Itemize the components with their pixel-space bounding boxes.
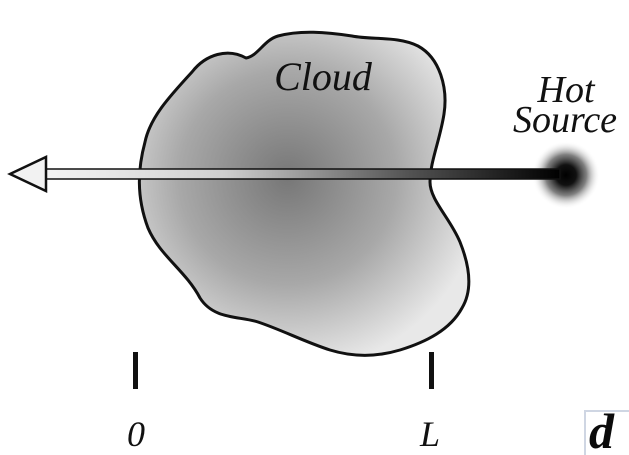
hot-source-label-line1: Hot — [537, 69, 596, 111]
tick-end — [429, 352, 434, 389]
corner-fragment-text: d — [589, 410, 614, 455]
cloud-label: Cloud — [274, 54, 373, 99]
tick-start — [133, 352, 138, 389]
hot-source-glow — [532, 141, 600, 209]
hot-source-label-line2: Source — [513, 99, 617, 141]
beam-shaft — [43, 168, 561, 180]
axis-end-label: L — [419, 414, 440, 454]
corner-fragment: d — [584, 410, 629, 455]
axis-start-label: 0 — [127, 414, 145, 454]
left-arrow-icon — [7, 155, 48, 193]
